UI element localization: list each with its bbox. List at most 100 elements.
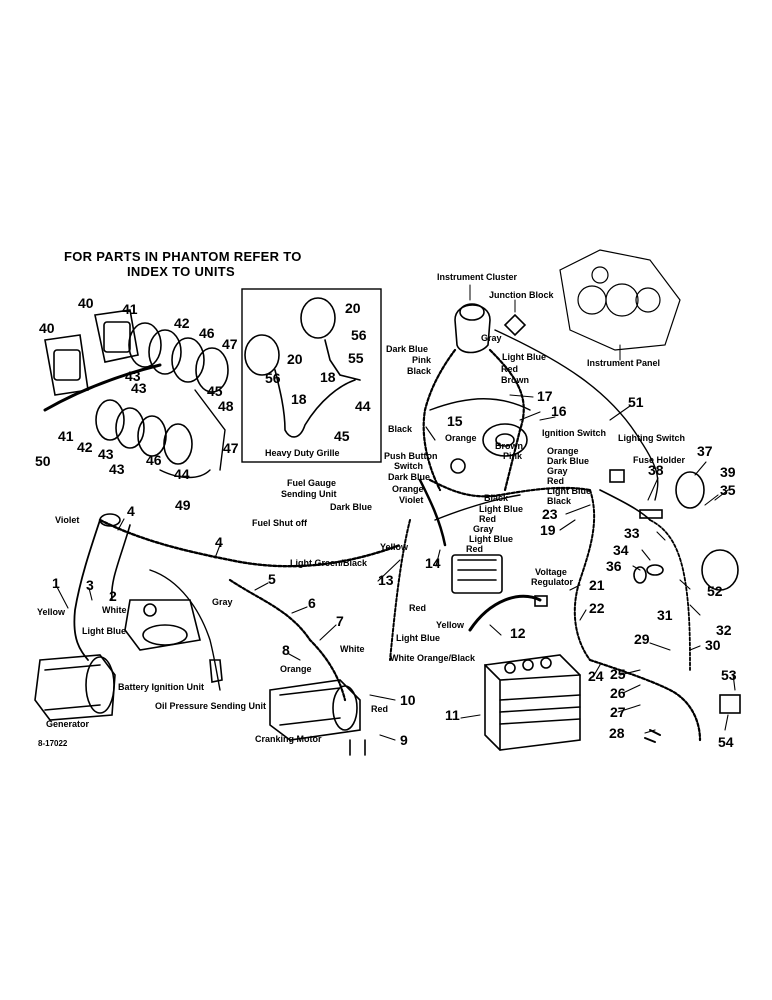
- wire-violet-left: Violet: [55, 515, 80, 525]
- callout-32: 32: [716, 622, 732, 638]
- callout-28: 28: [609, 725, 625, 741]
- label-ignition-switch: Ignition Switch: [542, 428, 606, 438]
- label-heavy-duty-grille: Heavy Duty Grille: [265, 448, 340, 458]
- cranking-motor-shape: [269, 679, 361, 741]
- wire-orange-l: Orange: [392, 484, 424, 494]
- callout-4a: 4: [127, 503, 135, 519]
- wire-dark-blue-l: Dark Blue: [388, 472, 431, 482]
- callout-4b: 4: [215, 534, 223, 550]
- housing-40-left: [44, 334, 89, 396]
- callout-31: 31: [657, 607, 673, 623]
- wire-light-blue-r: Light Blue: [547, 486, 591, 496]
- voltage-regulator-shape: [451, 554, 503, 594]
- wire-orange-mid: Orange: [445, 433, 477, 443]
- header-line-1: FOR PARTS IN PHANTOM REFER TO: [64, 249, 302, 264]
- callout-8: 8: [282, 642, 290, 658]
- callout-55: 55: [348, 350, 364, 366]
- instrument-panel-outline: [559, 249, 681, 351]
- wire-pink-top: Pink: [412, 355, 432, 365]
- callout-12: 12: [510, 625, 526, 641]
- wire-black-mid: Black: [388, 424, 413, 434]
- callout-48: 48: [218, 398, 234, 414]
- callout-44a: 44: [355, 398, 371, 414]
- callout-56a: 56: [351, 327, 367, 343]
- label-cranking-motor: Cranking Motor: [255, 734, 322, 744]
- callout-2: 2: [109, 588, 117, 604]
- wire-light-green-black: Light Green/Black: [290, 558, 368, 568]
- wire-black-r: Black: [547, 496, 572, 506]
- callout-44b: 44: [174, 466, 190, 482]
- callout-45a: 45: [334, 428, 350, 444]
- wire-black-c: Black: [484, 493, 509, 503]
- label-lighting-switch: Lighting Switch: [618, 433, 685, 443]
- callout-13: 13: [378, 572, 394, 588]
- label-oil-pressure-sending-unit: Oil Pressure Sending Unit: [155, 701, 267, 711]
- callout-21: 21: [589, 577, 605, 593]
- callout-37: 37: [697, 443, 713, 459]
- headlamp-37-shape: [675, 471, 705, 509]
- wire-orange-low: Orange: [280, 664, 312, 674]
- callout-50: 50: [35, 453, 51, 469]
- label-instrument-panel: Instrument Panel: [587, 358, 661, 368]
- wire-yellow-left: Yellow: [37, 607, 66, 617]
- label-generator: Generator: [46, 719, 90, 729]
- callout-24: 24: [588, 668, 604, 684]
- callout-42a: 42: [174, 315, 190, 331]
- callout-41a: 41: [122, 301, 138, 317]
- wire-gray-c: Gray: [473, 524, 494, 534]
- callout-39: 39: [720, 464, 736, 480]
- callout-34: 34: [613, 542, 629, 558]
- callout-33: 33: [624, 525, 640, 541]
- callout-45b: 45: [207, 383, 223, 399]
- label-voltage-regulator-1: Voltage: [535, 567, 567, 577]
- wire-pink-mid: Pink: [503, 451, 523, 461]
- wire-light-blue-left: Light Blue: [82, 626, 126, 636]
- callout-38: 38: [648, 462, 664, 478]
- callout-41b: 41: [58, 428, 74, 444]
- callout-46b: 46: [146, 452, 162, 468]
- callout-36: 36: [606, 558, 622, 574]
- wire-red-crank: Red: [371, 704, 389, 714]
- callout-46a: 46: [199, 325, 215, 341]
- callout-17: 17: [537, 388, 553, 404]
- callout-20a: 20: [345, 300, 361, 316]
- wire-red-low: Red: [409, 603, 427, 613]
- wire-light-blue-top: Light Blue: [502, 352, 546, 362]
- callout-23: 23: [542, 506, 558, 522]
- wire-violet-l: Violet: [399, 495, 424, 505]
- callout-22: 22: [589, 600, 605, 616]
- figure-id: 8-17022: [38, 739, 68, 748]
- label-voltage-regulator-2: Regulator: [531, 577, 574, 587]
- callout-35: 35: [720, 482, 736, 498]
- callout-42b: 42: [77, 439, 93, 455]
- callout-54: 54: [718, 734, 734, 750]
- callout-20b: 20: [287, 351, 303, 367]
- wire-orange-r: Orange: [547, 446, 579, 456]
- callout-53: 53: [721, 667, 737, 683]
- wire-gray-r: Gray: [547, 466, 568, 476]
- callout-6: 6: [308, 595, 316, 611]
- housing-40-right: [94, 309, 139, 363]
- harness-upper: [422, 348, 457, 492]
- callout-27: 27: [610, 704, 626, 720]
- callout-30: 30: [705, 637, 721, 653]
- wire-yellow-fuel: Yellow: [380, 542, 409, 552]
- callout-9: 9: [400, 732, 408, 748]
- callout-5: 5: [268, 571, 276, 587]
- callout-3: 3: [86, 577, 94, 593]
- callout-14: 14: [425, 555, 441, 571]
- callout-56b: 56: [265, 370, 281, 386]
- harness-left: [98, 518, 402, 568]
- callout-11: 11: [445, 707, 460, 723]
- callout-15: 15: [447, 413, 463, 429]
- wire-brown-mid: Brown: [495, 441, 523, 451]
- wire-light-blue-low: Light Blue: [396, 633, 440, 643]
- battery-shape: [484, 654, 581, 751]
- label-fuel-gauge-2: Sending Unit: [281, 489, 337, 499]
- callout-43a: 43: [125, 368, 141, 384]
- callout-25: 25: [610, 666, 626, 682]
- callout-43d: 43: [109, 461, 125, 477]
- wire-red-top: Red: [501, 364, 519, 374]
